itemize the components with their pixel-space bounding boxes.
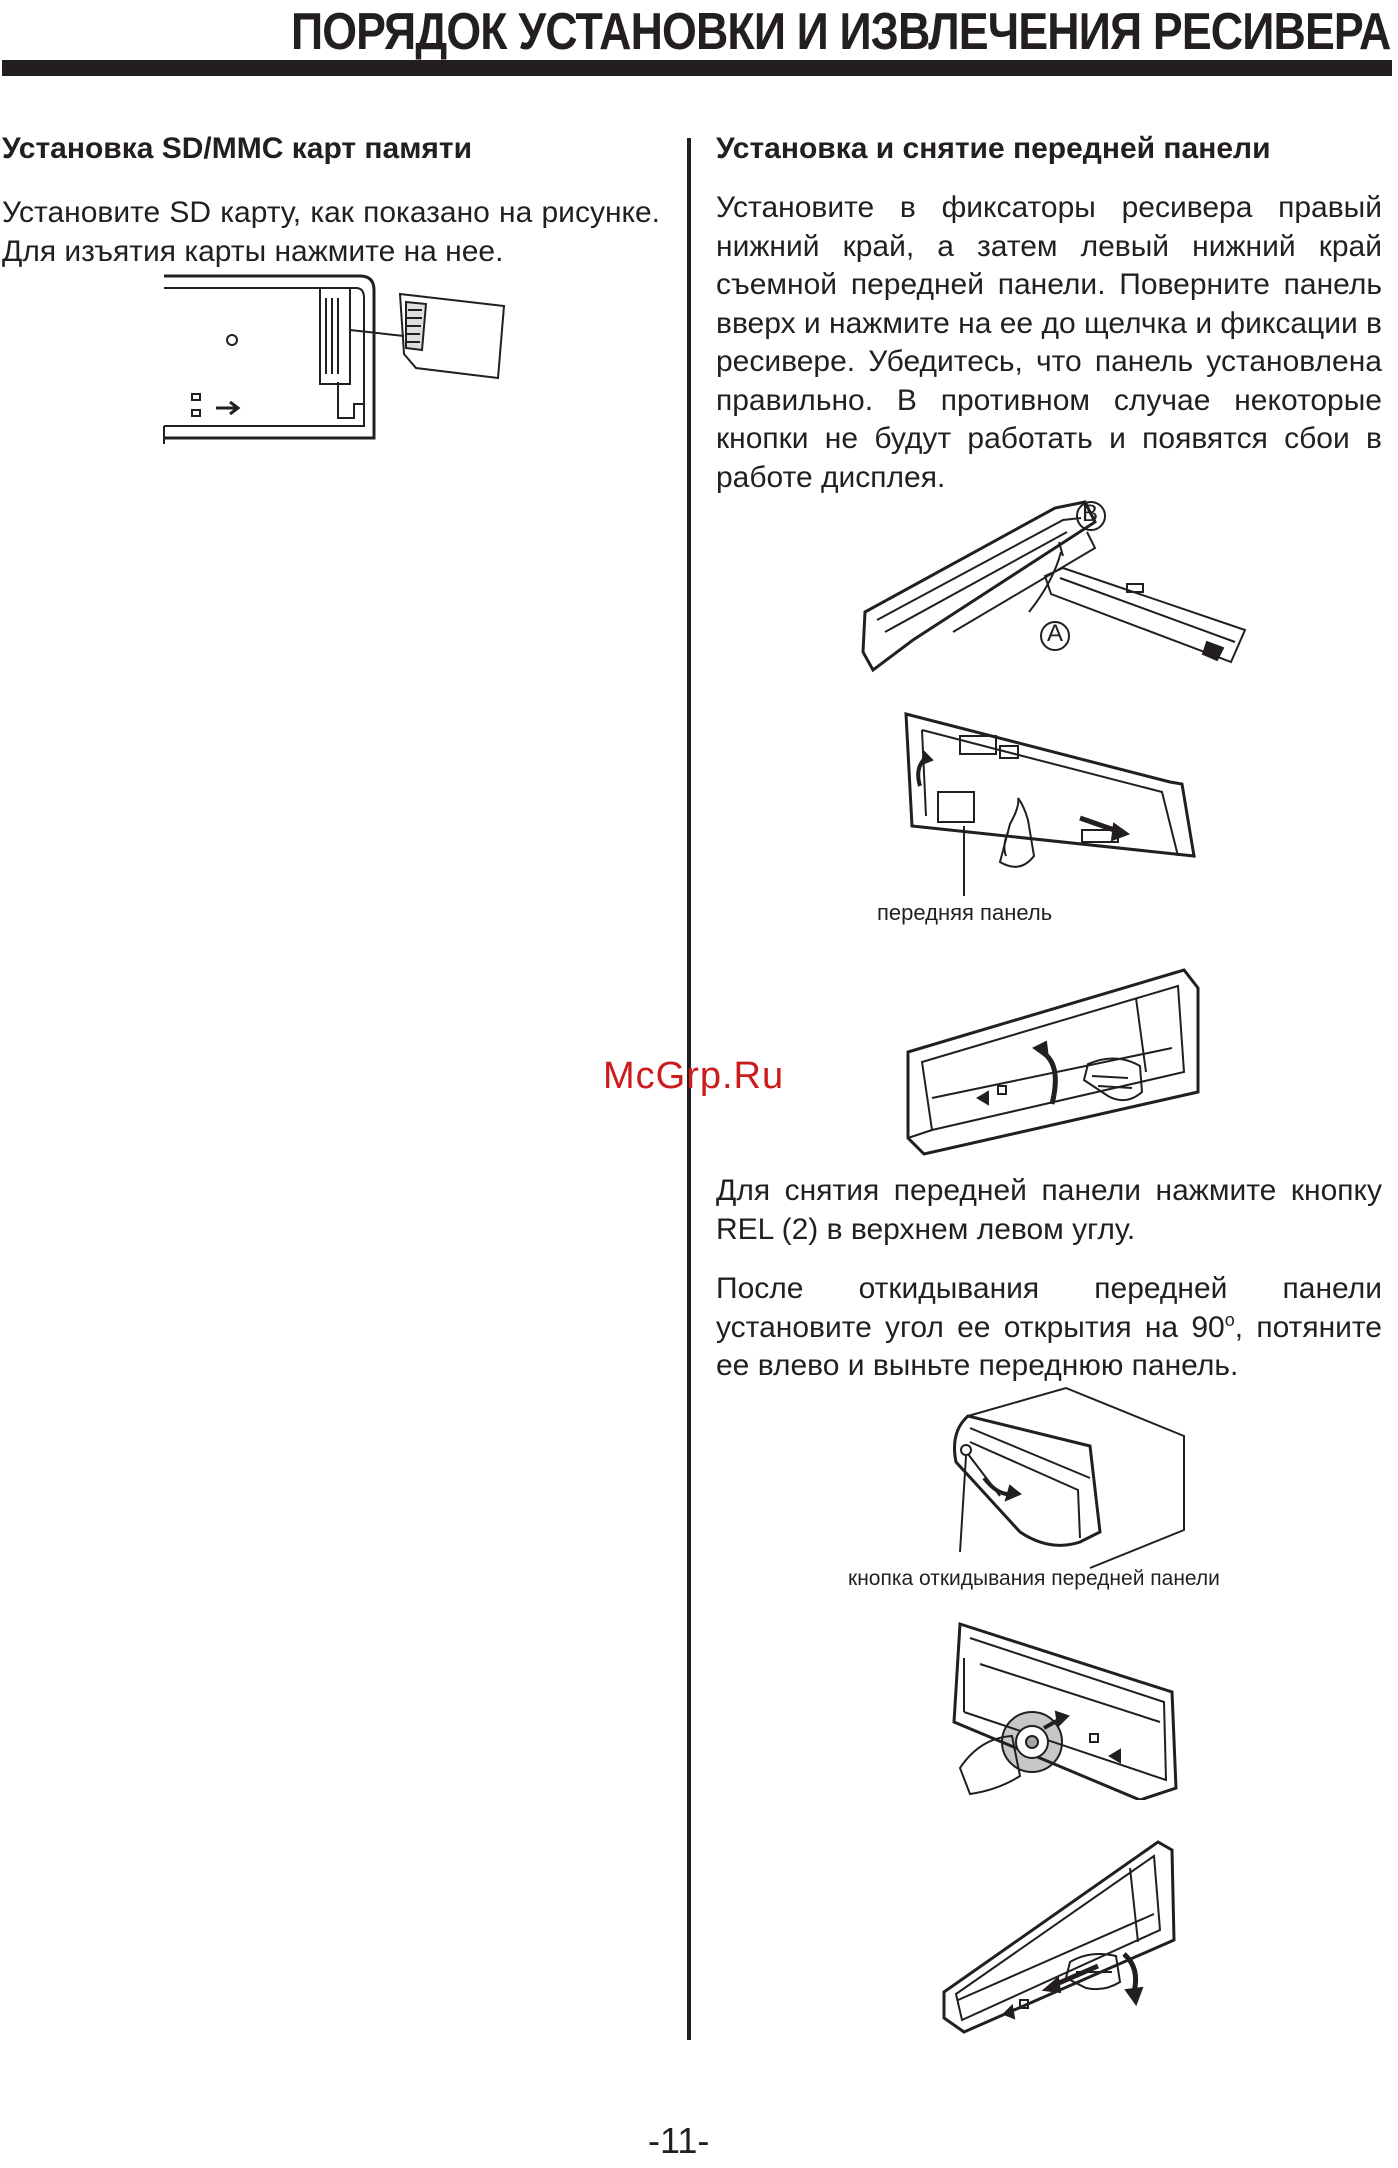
- front-panel-install-instructions: Установите в фиксаторы ресивера правый н…: [716, 191, 1382, 494]
- sd-card-illustration: [160, 268, 510, 450]
- sd-card-instructions: Установите SD карту, как показано на рис…: [2, 196, 660, 268]
- caption-front-panel: передняя панель: [877, 900, 1053, 925]
- page-title: ПОРЯДОК УСТАНОВКИ И ИЗВЛЕЧЕНИЯ РЕСИВЕРА: [290, 3, 1391, 61]
- panel-open-disc-illustration: [940, 1618, 1180, 1800]
- page-number: -11-: [648, 2120, 710, 2161]
- release-button-illustration: [940, 1382, 1190, 1572]
- callout-a: A: [1047, 620, 1064, 647]
- panel-removal-text: Для снятия передней панели нажмите кнопк…: [716, 1174, 1382, 1246]
- panel-angle-instructions: После откидывания передней панели устано…: [716, 1272, 1382, 1382]
- callout-b: B: [1082, 500, 1099, 527]
- section-heading-front-panel: Установка и снятие передней панели: [716, 132, 1271, 165]
- panel-rotate-illustration: [902, 968, 1202, 1158]
- front-panel-press-illustration: [892, 706, 1212, 906]
- panel-fitting-illustration: [855, 492, 1255, 682]
- title-rule: [2, 60, 1392, 76]
- column-divider: [687, 138, 691, 2040]
- caption-release-button: кнопка откидывания передней панели: [848, 1567, 1220, 1590]
- panel-remove-illustration: [940, 1832, 1180, 2042]
- watermark: McGrp.Ru: [603, 1055, 785, 1097]
- section-heading-sd-card: Установка SD/MMC карт памяти: [2, 132, 473, 165]
